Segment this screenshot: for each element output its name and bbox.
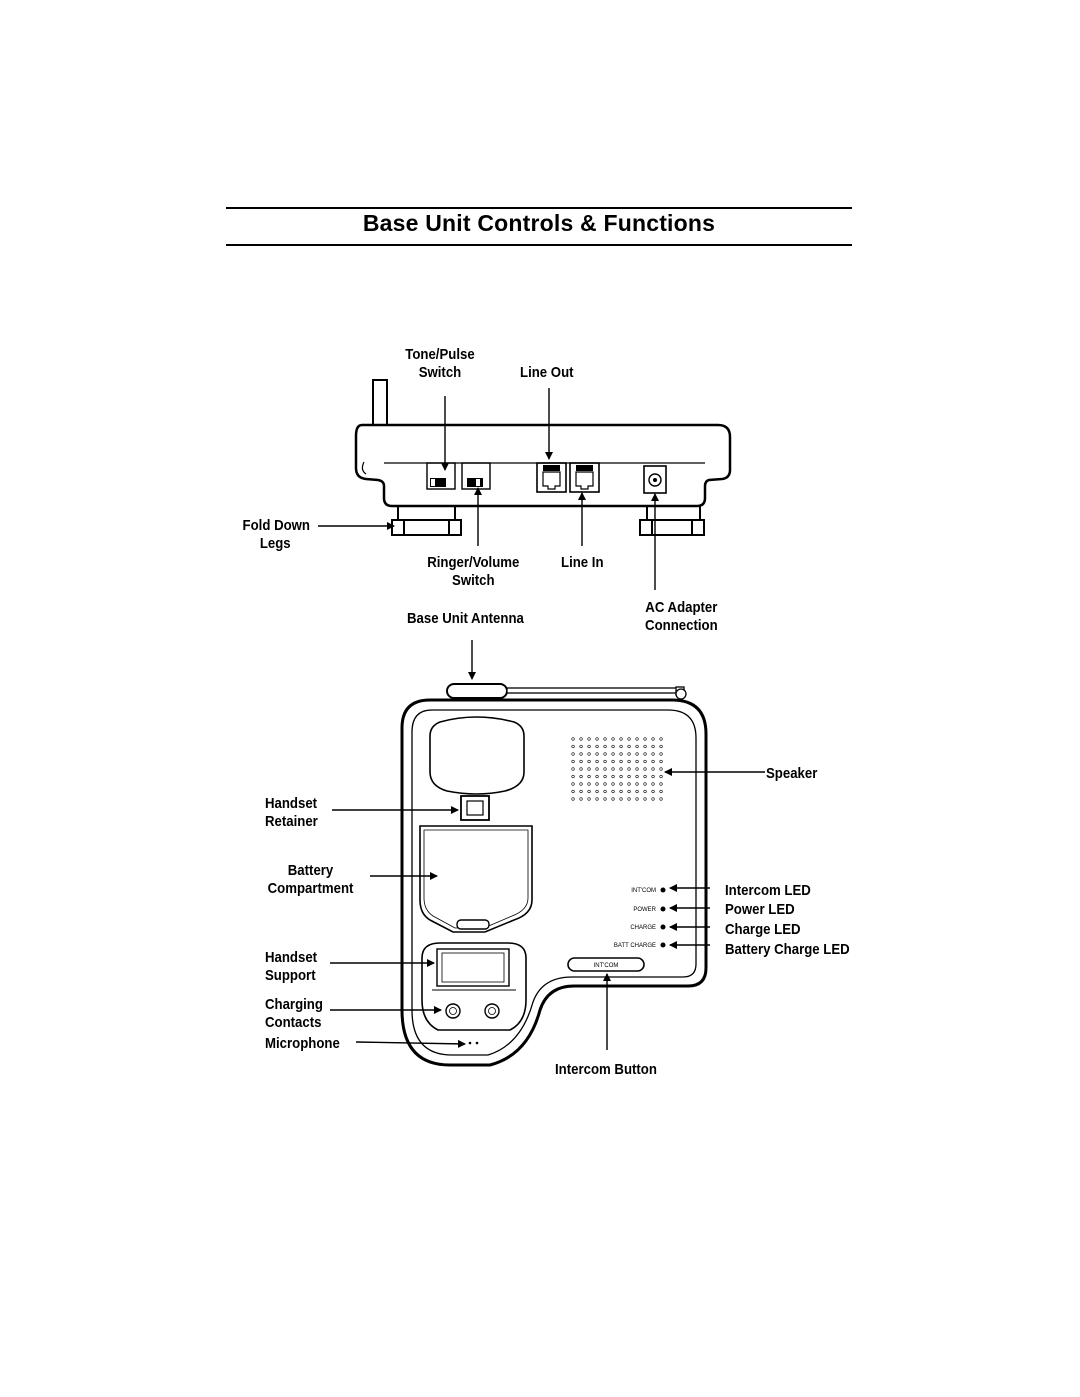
label-microphone: Microphone — [265, 1035, 340, 1052]
battery-compartment — [419, 825, 533, 933]
intercom-button — [567, 957, 645, 972]
label-ringer-volume-switch: Ringer/Volume Switch — [424, 554, 523, 590]
fold-down-leg-right — [639, 506, 705, 536]
top-antenna — [446, 683, 687, 700]
microphone-arrow — [355, 1039, 466, 1048]
panel-text: INT'COM POWER CHARGE BATT CHARGE INT'COM — [594, 888, 657, 969]
panel-text-intcom-button: INT'COM — [594, 963, 619, 969]
rear-view — [354, 379, 732, 536]
label-handset-support: Handset Support — [265, 949, 317, 985]
rear-leader-lines — [318, 388, 659, 680]
title-rule-top — [226, 207, 852, 209]
label-handset-support-line1: Handset — [265, 949, 318, 966]
label-line-in: Line In — [561, 554, 604, 571]
battery-charge-led — [660, 942, 666, 948]
title-rule-bottom — [226, 244, 852, 246]
microphone-holes — [468, 1041, 479, 1045]
label-ac-adapter-connection: AC Adapter Connection — [640, 599, 723, 635]
label-tone-pulse-switch: Tone/Pulse Switch — [403, 346, 477, 382]
label-tone-pulse-line1: Tone/Pulse — [405, 346, 475, 363]
label-intercom-button: Intercom Button — [555, 1061, 657, 1078]
label-intercom-led: Intercom LED — [725, 882, 811, 899]
top-leader-lines — [330, 768, 765, 1050]
label-base-unit-antenna: Base Unit Antenna — [407, 610, 524, 627]
label-ac-adapter-line2: Connection — [645, 617, 718, 634]
label-handset-retainer-line2: Retainer — [265, 813, 318, 830]
intercom-led — [660, 887, 666, 893]
label-charging-line1: Charging — [265, 996, 323, 1013]
label-charging-contacts: Charging Contacts — [265, 996, 323, 1032]
top-view — [400, 683, 708, 1067]
speaker-grille — [571, 737, 667, 805]
label-battery-line1: Battery — [287, 862, 334, 879]
label-ringer-volume-line1: Ringer/Volume — [427, 554, 520, 571]
line-out-jack — [536, 462, 567, 493]
label-charging-line2: Contacts — [265, 1014, 322, 1031]
label-fold-down-line2: Legs — [259, 535, 291, 552]
panel-text-charge: CHARGE — [630, 925, 656, 931]
label-battery-compartment: Battery Compartment — [263, 862, 358, 898]
fold-down-leg-left — [391, 506, 462, 536]
power-led — [660, 906, 666, 912]
label-power-led: Power LED — [725, 901, 795, 918]
handset-retainer — [460, 795, 490, 821]
label-ac-adapter-line1: AC Adapter — [645, 599, 718, 616]
label-speaker: Speaker — [766, 765, 818, 782]
label-fold-down-legs: Fold Down Legs — [218, 517, 310, 553]
label-fold-down-line1: Fold Down — [242, 517, 310, 534]
label-charge-led: Charge LED — [725, 921, 801, 938]
led-indicators — [660, 887, 666, 948]
charge-led — [660, 924, 666, 930]
handset-cradle — [429, 716, 525, 795]
label-handset-retainer-line1: Handset — [265, 795, 318, 812]
label-handset-retainer: Handset Retainer — [265, 795, 318, 831]
charging-contacts — [445, 1003, 500, 1019]
panel-text-power: POWER — [633, 907, 656, 913]
label-ringer-volume-line2: Switch — [452, 572, 495, 589]
panel-text-intcom: INT'COM — [631, 888, 656, 894]
label-handset-support-line2: Support — [265, 967, 316, 984]
label-battery-line2: Compartment — [267, 880, 354, 897]
label-tone-pulse-line2: Switch — [418, 364, 462, 381]
panel-text-batt-charge: BATT CHARGE — [614, 943, 656, 949]
label-battery-charge-led: Battery Charge LED — [725, 941, 850, 958]
page-title: Base Unit Controls & Functions — [362, 210, 716, 236]
handset-support — [421, 942, 527, 1031]
label-line-out: Line Out — [520, 364, 574, 381]
